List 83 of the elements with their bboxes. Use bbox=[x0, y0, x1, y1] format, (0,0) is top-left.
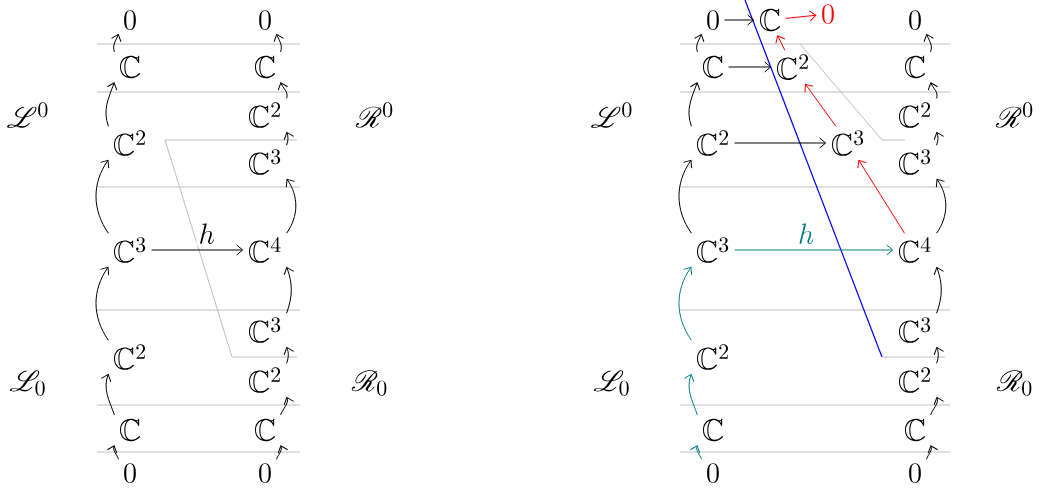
curved-arrow bbox=[111, 33, 122, 53]
math-term: $\mathbb{C}^{2}$ bbox=[899, 367, 931, 393]
arrow bbox=[734, 137, 827, 149]
curved-arrow bbox=[285, 178, 297, 234]
math-term: $\mathbb{C}^{3}$ bbox=[899, 149, 931, 175]
math-term: $0$ bbox=[259, 463, 271, 483]
math-term: $\mathbb{C}$ bbox=[702, 418, 724, 442]
curved-arrow bbox=[106, 445, 120, 460]
curved-arrow bbox=[927, 82, 939, 99]
curved-arrow bbox=[930, 396, 945, 416]
curved-arrow bbox=[925, 445, 939, 460]
curved-arrow bbox=[95, 266, 110, 341]
arrow bbox=[775, 35, 786, 51]
curved-arrow bbox=[683, 373, 698, 416]
curved-arrow bbox=[280, 396, 295, 416]
curved-arrow bbox=[689, 445, 703, 460]
math-term: $0$ bbox=[124, 10, 136, 30]
math-term: $\mathbb{C}$ bbox=[254, 418, 276, 442]
math-term: $\mathbb{C}$ bbox=[759, 8, 781, 32]
math-term: $\mathbb{C}^{3}$ bbox=[249, 149, 281, 175]
math-term: $\mathbb{C}$ bbox=[120, 418, 141, 442]
curved-arrow bbox=[935, 178, 947, 234]
edge-label: $h$ bbox=[196, 221, 217, 246]
curved-arrow bbox=[678, 266, 693, 341]
math-term: $\mathbb{C}^{4}$ bbox=[249, 237, 281, 263]
complex-label: $\mathscr{L}^{0}$ bbox=[591, 102, 632, 128]
math-term: $\mathbb{C}$ bbox=[904, 55, 926, 79]
curved-arrow bbox=[933, 131, 945, 146]
arrow bbox=[785, 10, 817, 22]
math-term: $0$ bbox=[124, 463, 136, 483]
math-term: $\mathbb{C}^{3}$ bbox=[114, 237, 146, 263]
math-term: $0$ bbox=[707, 463, 719, 483]
curved-arrow bbox=[95, 159, 110, 234]
edge-label: $h$ bbox=[795, 221, 817, 246]
curved-arrow bbox=[283, 346, 295, 364]
math-term: $\mathbb{C}$ bbox=[120, 55, 141, 79]
curved-arrow bbox=[275, 445, 289, 460]
math-term: $\mathbb{C}^{2}$ bbox=[249, 102, 281, 128]
complex-label: $\mathscr{L}_{0}$ bbox=[593, 370, 629, 396]
math-term: $\mathbb{C}^{3}$ bbox=[249, 317, 281, 343]
curved-arrow bbox=[105, 82, 118, 127]
math-term: $\mathbb{C}^{2}$ bbox=[777, 54, 809, 80]
complex-label: $\mathscr{R}_{0}$ bbox=[996, 370, 1032, 396]
arrow bbox=[804, 83, 837, 127]
arrow bbox=[734, 244, 894, 256]
curved-arrow bbox=[923, 33, 934, 53]
math-term: $\mathbb{C}$ bbox=[254, 55, 276, 79]
complex-label: $\mathscr{R}_{0}$ bbox=[351, 370, 387, 396]
math-term: $\mathbb{C}^{3}$ bbox=[697, 237, 729, 263]
curved-arrow bbox=[283, 266, 295, 314]
math-term: $\mathbb{C}^{2}$ bbox=[697, 130, 729, 156]
complex-label: $\mathscr{L}_{0}$ bbox=[9, 370, 45, 396]
complex-label: $\mathscr{L}^{0}$ bbox=[7, 102, 48, 128]
curved-arrow bbox=[688, 82, 701, 127]
curved-arrow bbox=[100, 373, 115, 416]
curved-arrow bbox=[678, 159, 693, 234]
arrow bbox=[857, 159, 906, 234]
complex-label: $\mathscr{R}^{0}$ bbox=[995, 102, 1033, 128]
curved-arrow bbox=[933, 266, 945, 314]
curved-arrow bbox=[933, 346, 945, 364]
math-term: $\mathbb{C}^{4}$ bbox=[899, 237, 931, 263]
math-term: $\mathbb{C}^{2}$ bbox=[114, 344, 146, 370]
math-term: $\mathbb{C}^{2}$ bbox=[249, 367, 281, 393]
math-term: $\mathbb{C}^{3}$ bbox=[832, 130, 864, 156]
math-term: $0$ bbox=[822, 4, 834, 24]
arrow bbox=[723, 14, 755, 26]
math-term: $\mathbb{C}^{2}$ bbox=[697, 344, 729, 370]
math-term: $0$ bbox=[909, 10, 921, 30]
curved-arrow bbox=[277, 82, 289, 99]
math-term: $\mathbb{C}^{2}$ bbox=[114, 130, 146, 156]
curved-arrow bbox=[273, 33, 284, 53]
math-term: $\mathbb{C}$ bbox=[904, 418, 926, 442]
math-term: $0$ bbox=[909, 463, 921, 483]
math-term: $0$ bbox=[707, 10, 719, 30]
arrow bbox=[728, 61, 772, 73]
math-term: $\mathbb{C}$ bbox=[702, 55, 724, 79]
curved-arrow bbox=[694, 33, 705, 53]
math-term: $0$ bbox=[259, 10, 271, 30]
math-term: $\mathbb{C}^{3}$ bbox=[899, 317, 931, 343]
arrow bbox=[151, 244, 244, 256]
math-term: $\mathbb{C}^{2}$ bbox=[899, 102, 931, 128]
curved-arrow bbox=[283, 131, 295, 146]
complex-label: $\mathscr{R}^{0}$ bbox=[355, 102, 393, 128]
